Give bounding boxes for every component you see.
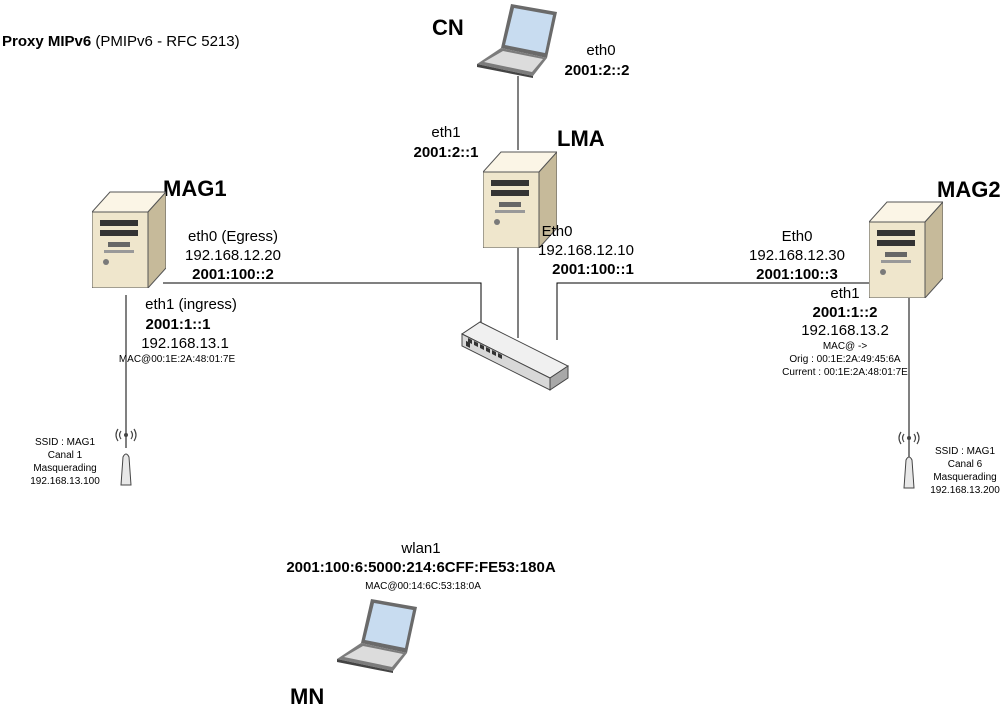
cn-iface: eth0 — [586, 42, 616, 59]
lma-eth0-iface: Eth0 — [541, 223, 573, 240]
wireless-antenna-icon — [115, 428, 137, 486]
lma-eth1-ipv6: 2001:2::1 — [413, 144, 479, 161]
server-tower-icon — [869, 201, 943, 298]
link-mag2-switch — [556, 282, 871, 340]
mag2-eth0-iface: Eth0 — [781, 228, 813, 245]
lma-name: LMA — [557, 126, 605, 151]
mag1-eth0-ipv4: 192.168.12.20 — [185, 247, 281, 264]
cn-name: CN — [432, 15, 464, 40]
link-mag1-switch — [163, 282, 482, 325]
server-tower-icon — [483, 151, 557, 248]
mag1-eth1-ipv4: 192.168.13.1 — [141, 335, 229, 352]
laptop-icon — [337, 599, 417, 673]
ap2-mode: Masquerading — [933, 472, 997, 483]
wireless-antenna-icon — [898, 431, 920, 489]
ap2-canal: Canal 6 — [947, 459, 983, 470]
laptop-icon — [477, 4, 557, 78]
mag2-eth1-ipv4: 192.168.13.2 — [801, 322, 889, 339]
mn-iface: wlan1 — [401, 540, 441, 557]
title-bold: Proxy MIPv6 — [2, 33, 92, 50]
server-tower-icon — [92, 191, 166, 288]
lma-eth1-iface: eth1 — [431, 124, 461, 141]
mag2-eth1-mac: MAC@ -> — [822, 341, 868, 352]
ap1-ip: 192.168.13.100 — [30, 476, 100, 487]
network-switch-icon — [461, 321, 569, 391]
mag2-eth1-current: Current : 00:1E:2A:48:01:7E — [782, 367, 908, 378]
mag2-eth0-ipv4: 192.168.12.30 — [749, 247, 845, 264]
ap2-ssid: SSID : MAG1 — [934, 446, 996, 457]
mag2-eth1-ipv6: 2001:1::2 — [812, 304, 878, 321]
mn-name: MN — [290, 684, 325, 709]
mag2-name: MAG2 — [937, 177, 1001, 202]
mag1-eth0-ipv6: 2001:100::2 — [192, 266, 274, 283]
mag1-eth0-iface: eth0 (Egress) — [187, 228, 279, 245]
mag1-eth1-iface: eth1 (ingress) — [145, 296, 237, 313]
ap1-canal: Canal 1 — [47, 450, 83, 461]
mag1-eth1-mac: MAC@00:1E:2A:48:01:7E — [118, 354, 236, 365]
mn-mac: MAC@00:14:6C:53:18:0A — [365, 581, 481, 592]
mn-ipv6: 2001:100:6:5000:214:6CFF:FE53:180A — [286, 559, 556, 576]
ap1-ssid: SSID : MAG1 — [34, 437, 96, 448]
title-rest: (PMIPv6 - RFC 5213) — [91, 33, 240, 50]
mag1-eth1-ipv6: 2001:1::1 — [145, 316, 211, 333]
mag2-eth1-iface: eth1 — [830, 285, 860, 302]
diagram-title: Proxy MIPv6 (PMIPv6 - RFC 5213) — [2, 33, 240, 50]
lma-eth0-ipv4: 192.168.12.10 — [538, 242, 634, 259]
ap1-mode: Masquerading — [33, 463, 97, 474]
cn-ipv6: 2001:2::2 — [564, 62, 630, 79]
lma-eth0-ipv6: 2001:100::1 — [552, 261, 634, 278]
ap2-ip: 192.168.13.200 — [930, 485, 1000, 496]
mag2-eth0-ipv6: 2001:100::3 — [756, 266, 838, 283]
mag1-name: MAG1 — [163, 176, 227, 201]
mag2-eth1-orig: Orig : 00:1E:2A:49:45:6A — [789, 354, 901, 365]
